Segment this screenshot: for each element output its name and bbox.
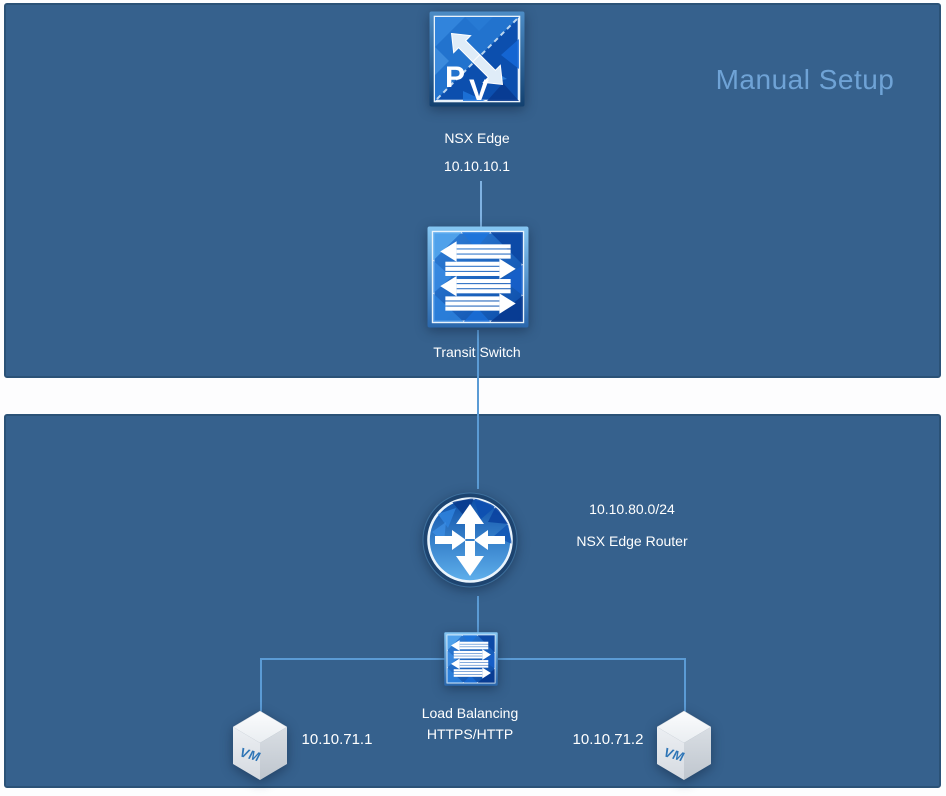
bottom-panel (4, 414, 941, 788)
connector-lb-to-vm1-horizontal (260, 658, 445, 660)
load-balancer-label-line1: Load Balancing (421, 705, 519, 721)
diagram-title: Manual Setup (715, 64, 895, 95)
connector-transit-to-router (477, 330, 479, 489)
connector-lb-to-vm2-horizontal (498, 658, 686, 660)
nsx-edge-icon-letter-v: V (469, 74, 489, 107)
vm2-ip: 10.10.71.2 (572, 731, 644, 748)
transit-switch-icon (427, 226, 529, 328)
connector-lb-to-vm1-vertical (260, 658, 262, 714)
connector-lb-to-vm2-vertical (684, 658, 686, 714)
nsx-edge-router-icon (422, 492, 518, 588)
nsx-edge-ip: 10.10.10.1 (443, 158, 511, 174)
vm-cube-label: VM (238, 744, 262, 764)
vm-cube-label: VM (662, 744, 686, 764)
nsx-edge-pv-icon: P V (429, 11, 525, 107)
transit-switch-label: Transit Switch (433, 344, 521, 360)
load-balancer-label: Load Balancing HTTPS/HTTP (395, 703, 545, 745)
vm-cube-icon: VM (656, 710, 712, 780)
nsx-edge-label: NSX Edge (444, 130, 510, 146)
connector-edge-to-transit (480, 181, 482, 228)
connector-router-to-lb (477, 596, 479, 633)
edge-router-label: NSX Edge Router (576, 533, 688, 549)
load-balancer-switch-icon (444, 632, 498, 686)
vm-cube-icon: VM (232, 710, 288, 780)
vm1-ip: 10.10.71.1 (301, 731, 373, 748)
edge-router-subnet: 10.10.80.0/24 (589, 501, 675, 517)
nsx-edge-icon-letter-p: P (445, 61, 465, 94)
load-balancer-label-line2: HTTPS/HTTP (426, 726, 514, 742)
